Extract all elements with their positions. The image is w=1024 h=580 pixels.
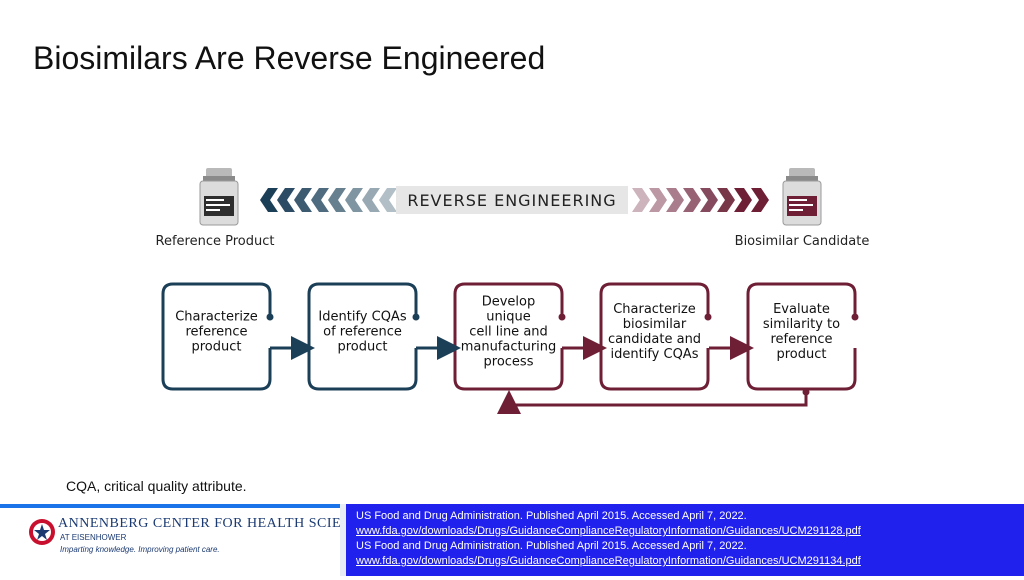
slide-title: Biosimilars Are Reverse Engineered xyxy=(33,40,546,76)
reference-1-text: US Food and Drug Administration. Publish… xyxy=(356,510,747,522)
annenberg-logo-icon xyxy=(29,519,55,545)
footer-logo-area xyxy=(0,504,340,580)
right-chevron xyxy=(632,188,650,212)
feedback-arrow xyxy=(497,390,808,414)
abbreviation-note: CQA, critical quality attribute. xyxy=(66,478,247,494)
right-chevron xyxy=(700,188,718,212)
band-label: REVERSE ENGINEERING xyxy=(407,191,616,210)
step-2-line: Identify CQAs xyxy=(318,310,406,325)
reference-product-label: Reference Product xyxy=(156,234,275,249)
references-panel: US Food and Drug Administration. Publish… xyxy=(346,504,1024,576)
step-5-line: product xyxy=(776,347,826,362)
step-2-line: product xyxy=(337,340,387,355)
step-3-line: process xyxy=(484,355,534,370)
right-chevron xyxy=(734,188,752,212)
step-4-line: candidate and xyxy=(608,332,701,347)
right-chevron xyxy=(751,188,769,212)
step-3-line: cell line and xyxy=(469,325,548,340)
step-5-line: reference xyxy=(770,332,832,347)
left-chevron xyxy=(294,188,312,212)
left-chevron xyxy=(345,188,363,212)
step-4-line: identify CQAs xyxy=(611,347,699,362)
biosimilar-vial-icon xyxy=(782,168,822,226)
step-1-line: Characterize xyxy=(175,310,258,325)
band-label-bg xyxy=(396,186,628,214)
step-3-line: Develop xyxy=(482,295,536,310)
reference-vial-icon xyxy=(199,168,239,226)
left-chevron xyxy=(311,188,329,212)
step-1-line: reference xyxy=(185,325,247,340)
org-name: ANNENBERG CENTER FOR HEALTH SCIENCES xyxy=(58,516,379,531)
reference-2-link[interactable]: www.fda.gov/downloads/Drugs/GuidanceComp… xyxy=(356,555,861,567)
right-chevron xyxy=(683,188,701,212)
left-chevron xyxy=(260,188,278,212)
step-1-line: product xyxy=(191,340,241,355)
step-5-line: similarity to xyxy=(763,317,840,332)
org-tagline: Imparting knowledge. Improving patient c… xyxy=(60,545,220,554)
right-chevron xyxy=(717,188,735,212)
feedback-dot xyxy=(802,388,810,396)
reverse-engineering-diagram: REVERSE ENGINEERING Reference Product Bi… xyxy=(156,168,870,414)
left-chevron xyxy=(379,188,397,212)
reference-1-link[interactable]: www.fda.gov/downloads/Drugs/GuidanceComp… xyxy=(356,525,861,537)
reference-2-text: US Food and Drug Administration. Publish… xyxy=(356,540,747,552)
left-chevron xyxy=(277,188,295,212)
left-chevron xyxy=(362,188,380,212)
step-2-line: of reference xyxy=(323,325,402,340)
step-3-line: unique xyxy=(486,310,531,325)
right-chevron xyxy=(666,188,684,212)
step-5-line: Evaluate xyxy=(773,302,830,317)
left-chevron xyxy=(328,188,346,212)
footer-separator xyxy=(340,504,346,576)
org-subtitle: AT EISENHOWER xyxy=(60,533,127,542)
step-4-line: Characterize xyxy=(613,302,696,317)
step-3-line: manufacturing xyxy=(461,340,557,355)
biosimilar-candidate-label: Biosimilar Candidate xyxy=(735,234,870,249)
reverse-engineering-band xyxy=(260,188,769,212)
step-4-line: biosimilar xyxy=(623,317,687,332)
right-chevron xyxy=(649,188,667,212)
